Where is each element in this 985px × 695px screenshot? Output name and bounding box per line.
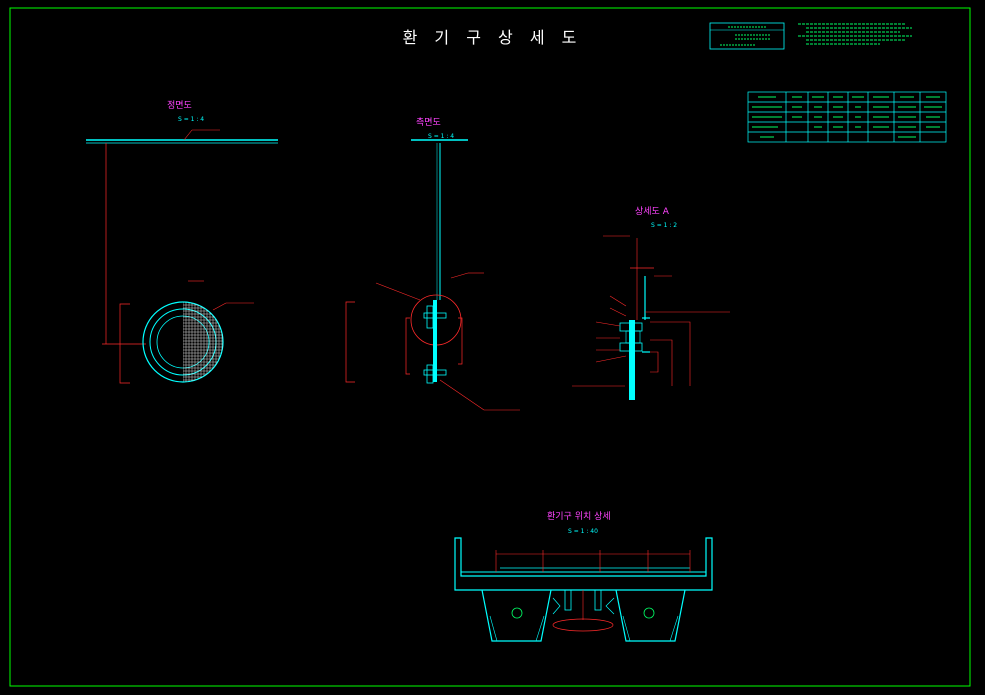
general-notes [798, 23, 912, 45]
detail-a-scale: S = 1 : 2 [651, 222, 678, 229]
drawing-title: 환 기 구 상 세 도 [402, 28, 583, 47]
location-scale: S = 1 : 40 [568, 528, 598, 535]
sheet-border [9, 7, 971, 687]
legend-box [709, 22, 785, 50]
side-view-label: 측면도 [416, 118, 441, 128]
front-view-scale: S = 1 : 4 [178, 116, 205, 123]
side-view-scale: S = 1 : 4 [428, 133, 455, 140]
quantity-table [747, 91, 947, 143]
location-section [454, 537, 713, 642]
front-view-label: 정면도 [167, 101, 192, 111]
side-view [345, 139, 520, 411]
location-label: 환기구 위치 상세 [547, 512, 611, 522]
table-cell-marks [752, 96, 942, 138]
front-view [86, 129, 278, 384]
detail-a-label: 상세도 A [635, 207, 669, 217]
detail-a-view [572, 235, 730, 400]
